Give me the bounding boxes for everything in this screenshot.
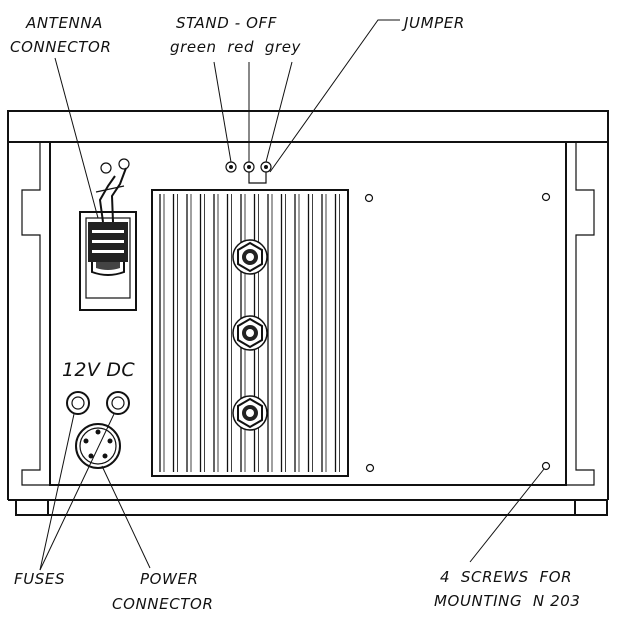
- labels: ANTENNA CONNECTOR STAND - OFF green red …: [10, 14, 581, 613]
- screws-label-line2: MOUNTING N 203: [434, 592, 581, 610]
- heat-sink: [151, 189, 349, 477]
- antenna-connector: [79, 158, 137, 311]
- fuse-right: [106, 391, 130, 415]
- screw-bottom-left: [365, 463, 375, 473]
- left-foot: [15, 499, 49, 516]
- power-connector-label-line2: CONNECTOR: [112, 595, 213, 613]
- jumper-link: [248, 172, 267, 184]
- left-side-rail: [21, 142, 51, 486]
- transistor-middle: [232, 315, 268, 351]
- fuses-label: FUSES: [14, 570, 65, 588]
- transistor-bottom: [232, 395, 268, 431]
- screw-bottom-right: [541, 461, 551, 471]
- rear-panel: [49, 141, 567, 486]
- top-cover: [7, 110, 609, 143]
- standoff-colors-label: green red grey: [170, 38, 302, 56]
- power-connector-label-line1: POWER: [140, 570, 199, 588]
- stand-off-posts: [225, 161, 272, 184]
- fuses: [66, 391, 130, 415]
- right-foot: [574, 499, 608, 516]
- transistor-top: [232, 239, 268, 275]
- leader-lines: [39, 19, 545, 571]
- fuse-left: [66, 391, 90, 415]
- mounting-screws: [364, 192, 551, 473]
- screw-top-right: [541, 192, 551, 202]
- power-connector: [75, 423, 121, 469]
- right-side-rail: [565, 142, 595, 486]
- antenna-label-line2: CONNECTOR: [10, 38, 111, 56]
- standoff-label: STAND - OFF: [176, 14, 277, 32]
- screws-label-line1: 4 SCREWS FOR: [440, 568, 572, 586]
- jumper-label: JUMPER: [401, 14, 465, 32]
- voltage-label: 12V DC: [62, 359, 135, 381]
- antenna-label-line1: ANTENNA: [25, 14, 103, 32]
- screw-top-left: [364, 193, 374, 203]
